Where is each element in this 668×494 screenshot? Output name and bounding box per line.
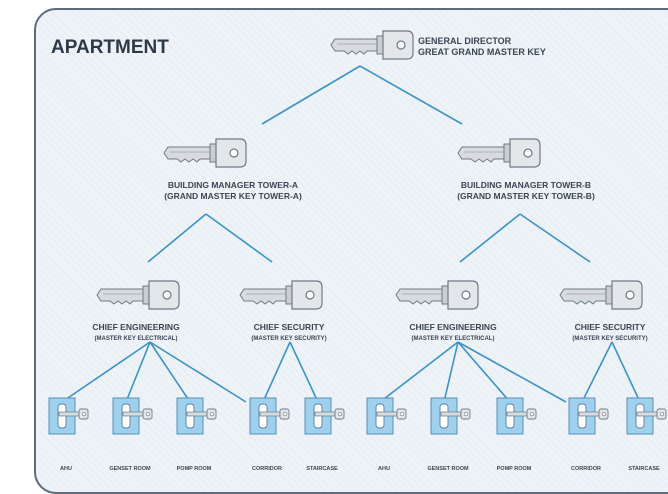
hierarchy-edges: [61, 65, 641, 403]
general-director-key-icon: [330, 30, 414, 60]
tower-a-manager-label: BUILDING MANAGER TOWER-A: [168, 180, 298, 190]
edge-tower-a-to-engineering: [147, 213, 207, 263]
tower-a-engineering-master-key-icon: [96, 280, 180, 310]
door-lock-icon: [496, 397, 537, 435]
door-lock-row: AHU GENSET ROOM POMP ROOM CORRIDOR STAIRCASE…: [48, 397, 667, 472]
door-lock-icon: [366, 397, 407, 435]
edge-director-to-tower-a: [261, 65, 361, 125]
diagram-title: APARTMENT: [51, 37, 169, 58]
tower-a-security-master-key-icon: [239, 280, 323, 310]
door-label: CORRIDOR: [571, 466, 601, 472]
door-label: POMP ROOM: [497, 466, 532, 472]
edge-director-to-tower-b: [359, 65, 463, 125]
edge-tower-a-engineering-extra: [149, 341, 247, 403]
tower-a-electrical-master-key-label: (MASTER KEY ELECTRICAL): [95, 336, 178, 342]
tower-b-engineering-master-key-icon: [395, 280, 479, 310]
edge-tower-b-to-security: [519, 213, 591, 263]
edge-tower-a-to-security: [205, 213, 273, 263]
edge-tower-b-chief-1-door-1: [611, 341, 641, 403]
general-director-label: GENERAL DIRECTOR: [418, 36, 512, 46]
door-lock-icon: [48, 397, 89, 435]
door-lock-icon: [626, 397, 667, 435]
tower-b-electrical-master-key-label: (MASTER KEY ELECTRICAL): [412, 336, 495, 342]
edge-tower-a-chief-1-door-1: [289, 341, 319, 403]
edge-tower-a-chief-0-door-2: [149, 341, 191, 403]
tower-a-security-master-key-label: (MASTER KEY SECURITY): [251, 336, 326, 342]
tower-b-grand-master-key-icon: [457, 138, 541, 168]
tower-a-grand-master-key-label: (GRAND MASTER KEY TOWER-A): [164, 191, 302, 201]
door-lock-icon: [568, 397, 609, 435]
tower-a-chief-engineering-label: CHIEF ENGINEERING: [92, 322, 180, 332]
door-lock-icon: [112, 397, 153, 435]
door-label: GENSET ROOM: [109, 466, 151, 472]
edge-tower-b-chief-0-door-0: [379, 341, 459, 403]
door-label: AHU: [60, 466, 72, 472]
general-director-key-label: GREAT GRAND MASTER KEY: [418, 47, 546, 57]
edge-tower-b-to-engineering: [459, 213, 521, 263]
tower-b-grand-master-key-label: (GRAND MASTER KEY TOWER-B): [457, 191, 595, 201]
tower-b-security-master-key-label: (MASTER KEY SECURITY): [572, 336, 647, 342]
edge-tower-b-chief-0-door-2: [457, 341, 511, 403]
edge-tower-b-chief-1-door-0: [581, 341, 613, 403]
tower-a-chief-security-label: CHIEF SECURITY: [254, 322, 325, 332]
tower-b-chief-engineering-label: CHIEF ENGINEERING: [409, 322, 497, 332]
door-lock-icon: [304, 397, 345, 435]
door-label: POMP ROOM: [177, 466, 212, 472]
door-label: STAIRCASE: [628, 466, 660, 472]
door-label: GENSET ROOM: [427, 466, 469, 472]
door-label: CORRIDOR: [252, 466, 282, 472]
edge-tower-b-engineering-extra: [457, 341, 567, 403]
edge-tower-a-chief-0-door-0: [61, 341, 151, 403]
door-lock-icon: [249, 397, 290, 435]
door-lock-icon: [176, 397, 217, 435]
door-label: AHU: [378, 466, 390, 472]
tower-b-manager-label: BUILDING MANAGER TOWER-B: [461, 180, 591, 190]
door-lock-icon: [430, 397, 471, 435]
tower-b-chief-security-label: CHIEF SECURITY: [575, 322, 646, 332]
edge-tower-a-chief-1-door-0: [262, 341, 291, 403]
tower-b-security-master-key-icon: [559, 280, 643, 310]
tower-a-grand-master-key-icon: [163, 138, 247, 168]
edge-tower-b-chief-0-door-1: [443, 341, 459, 403]
door-label: STAIRCASE: [306, 466, 338, 472]
edge-tower-a-chief-0-door-1: [125, 341, 151, 403]
